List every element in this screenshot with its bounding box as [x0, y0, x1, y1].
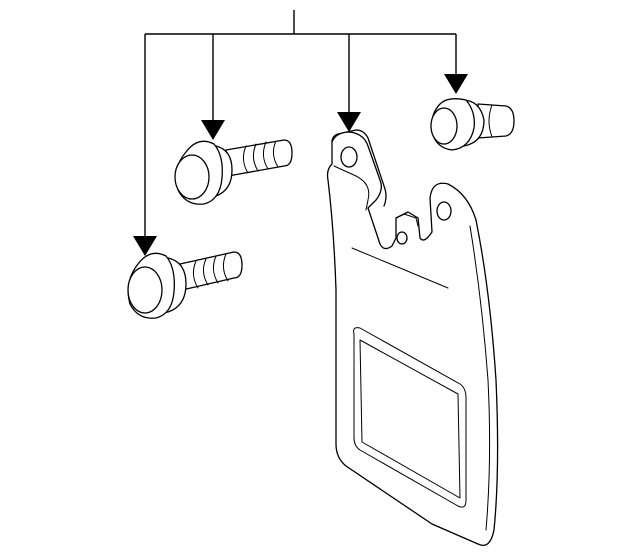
flap-crease-line — [351, 247, 449, 289]
bolt-upper — [174, 139, 293, 205]
mounting-hole-small — [396, 231, 408, 245]
mud-flap — [326, 129, 499, 547]
arrowhead-nut — [444, 74, 468, 94]
arrowhead-bolt-upper — [201, 120, 225, 140]
mounting-hole-right — [436, 201, 452, 221]
arrowhead-mud-flap — [337, 112, 361, 132]
bolt-upper-head-face — [174, 154, 210, 200]
bolt-lower-head-face — [127, 266, 163, 314]
flap-label-recess-inner — [359, 339, 461, 499]
arrowhead-bolt-lower — [133, 236, 157, 256]
nut-face — [430, 107, 458, 145]
callout-leaders — [133, 10, 468, 256]
nut — [430, 98, 515, 151]
mounting-hole-left — [340, 146, 358, 168]
bolt-lower — [127, 251, 243, 319]
flap-label-recess-outer — [353, 327, 467, 508]
